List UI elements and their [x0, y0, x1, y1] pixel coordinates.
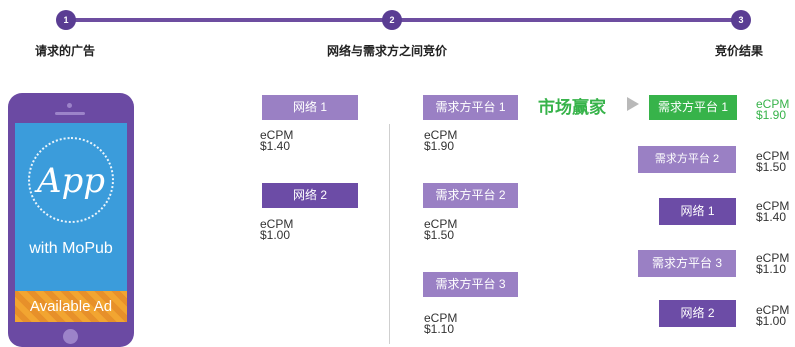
result-1-ecpm-value: $1.90	[756, 108, 787, 122]
available-ad-banner: Available Ad	[15, 291, 127, 322]
result-4-box: 需求方平台 3	[638, 250, 736, 277]
result-2-box: 需求方平台 2	[638, 146, 736, 173]
arrow-right-icon	[627, 97, 639, 111]
result-2-ecpm-value: $1.50	[756, 160, 787, 174]
demand-2-ecpm-label: eCPM	[424, 217, 458, 231]
phone-home-button	[63, 329, 78, 344]
step-1-label: 请求的广告	[35, 44, 96, 58]
network-1-ecpm-value: $1.40	[260, 139, 291, 153]
step-2-label: 网络与需求方之间竞价	[327, 44, 448, 58]
demand-3-ecpm-label: eCPM	[424, 311, 458, 325]
step-3-label: 竞价结果	[715, 44, 764, 58]
demand-1-ecpm-label: eCPM	[424, 128, 458, 142]
demand-3-box: 需求方平台 3	[423, 272, 518, 297]
demand-2-ecpm: eCPM $1.50	[424, 217, 458, 242]
result-1-ecpm-label: eCPM	[756, 97, 790, 111]
result-4-ecpm-value: $1.10	[756, 262, 787, 276]
result-4-ecpm: eCPM $1.10	[756, 251, 790, 276]
result-5-ecpm: eCPM $1.00	[756, 303, 790, 328]
demand-1-box: 需求方平台 1	[423, 95, 518, 120]
result-3-ecpm-value: $1.40	[756, 210, 787, 224]
demand-2-ecpm-value: $1.50	[424, 228, 455, 242]
market-winner-label: 市场赢家	[538, 98, 606, 117]
result-5-ecpm-label: eCPM	[756, 303, 790, 317]
step-2-marker: 2	[382, 10, 402, 30]
result-3-box: 网络 1	[659, 198, 736, 225]
demand-3-ecpm-value: $1.10	[424, 322, 455, 336]
app-circle-icon	[28, 137, 114, 223]
result-4-ecpm-label: eCPM	[756, 251, 790, 265]
result-5-box: 网络 2	[659, 300, 736, 327]
demand-1-ecpm: eCPM $1.90	[424, 128, 458, 153]
result-3-ecpm: eCPM $1.40	[756, 199, 790, 224]
app-subtitle: with MoPub	[29, 240, 113, 257]
result-1-ecpm: eCPM $1.90	[756, 97, 790, 122]
result-2-ecpm: eCPM $1.50	[756, 149, 790, 174]
network-2-ecpm-label: eCPM	[260, 217, 294, 231]
step-3-marker: 3	[731, 10, 751, 30]
network-2-ecpm: eCPM $1.00	[260, 217, 294, 242]
column-divider	[389, 124, 390, 344]
phone-speaker	[55, 112, 85, 115]
demand-1-ecpm-value: $1.90	[424, 139, 455, 153]
progress-track	[66, 18, 741, 22]
result-1-box: 需求方平台 1	[649, 95, 737, 120]
step-1-marker: 1	[56, 10, 76, 30]
result-3-ecpm-label: eCPM	[756, 199, 790, 213]
network-1-ecpm-label: eCPM	[260, 128, 294, 142]
result-2-ecpm-label: eCPM	[756, 149, 790, 163]
phone-screen: App with MoPub Available Ad	[15, 123, 127, 322]
network-1-ecpm: eCPM $1.40	[260, 128, 294, 153]
network-2-box: 网络 2	[262, 183, 358, 208]
demand-2-box: 需求方平台 2	[423, 183, 518, 208]
demand-3-ecpm: eCPM $1.10	[424, 311, 458, 336]
phone-camera	[67, 103, 72, 108]
phone-illustration: App with MoPub Available Ad	[8, 93, 134, 347]
network-2-ecpm-value: $1.00	[260, 228, 291, 242]
result-5-ecpm-value: $1.00	[756, 314, 787, 328]
network-1-box: 网络 1	[262, 95, 358, 120]
app-logo-text: App	[36, 161, 106, 201]
